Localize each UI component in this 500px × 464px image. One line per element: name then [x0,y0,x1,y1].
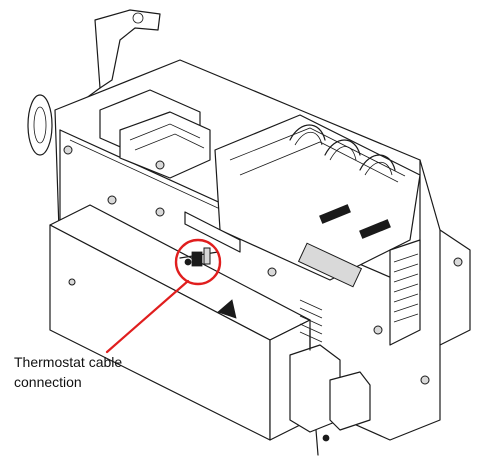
callout-line-2: connection [14,374,82,390]
left-fitting [27,94,53,156]
callout-line-1: Thermostat cable [14,354,123,370]
thermostat-connector [179,247,219,267]
heat-sink [389,239,421,346]
label-plate [184,211,241,253]
callout-marker [105,238,222,354]
callout-label: Thermostat cable connection [14,352,122,392]
vent-mesh [299,299,323,343]
connector-block [99,89,211,179]
bottom-terminals [289,329,371,456]
